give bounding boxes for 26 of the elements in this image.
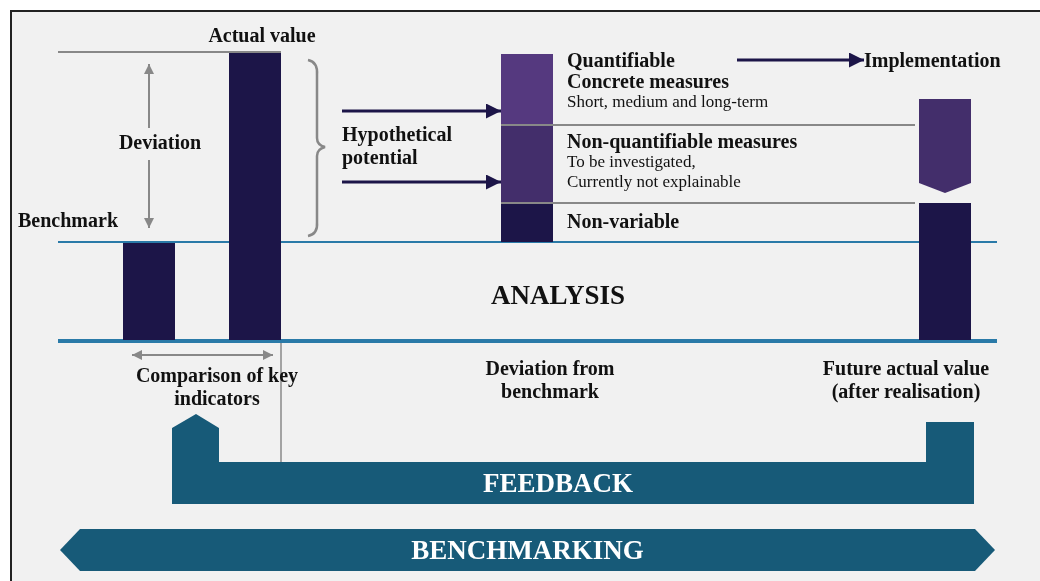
band-label: FEEDBACK bbox=[482, 467, 634, 500]
heading-text: Implementation bbox=[864, 47, 1014, 73]
text-label: Future actual value (after realisation) bbox=[821, 357, 991, 403]
bar bbox=[229, 53, 281, 340]
text-label: Deviation bbox=[117, 131, 203, 154]
text-label: Short, medium and long-term bbox=[567, 92, 770, 112]
bar bbox=[919, 203, 971, 340]
text-label: Comparison of key indicators bbox=[134, 364, 300, 410]
bar bbox=[123, 243, 175, 340]
text-label: Concrete measures bbox=[567, 70, 730, 93]
caption-text: Benchmark bbox=[18, 209, 119, 232]
text-label: Non-quantifiable measures bbox=[567, 130, 799, 153]
text-label: Deviation from benchmark bbox=[484, 357, 616, 403]
arrow bbox=[131, 350, 274, 360]
band-label: BENCHMARKING bbox=[410, 534, 645, 567]
section-title: ANALYSIS bbox=[489, 280, 627, 312]
caption-text: Actual value bbox=[207, 24, 317, 47]
text-label: Non-variable bbox=[567, 210, 681, 233]
chevron-bar bbox=[919, 99, 971, 193]
arrow bbox=[342, 174, 501, 190]
arrow bbox=[737, 52, 864, 68]
stacked-bar bbox=[501, 54, 553, 242]
text-label: To be investigated, Currently not explainable bbox=[567, 152, 742, 193]
heading-text: Quantifiable bbox=[567, 47, 737, 73]
text-label: Hypothetical potential bbox=[342, 123, 453, 169]
arrow bbox=[342, 103, 501, 119]
